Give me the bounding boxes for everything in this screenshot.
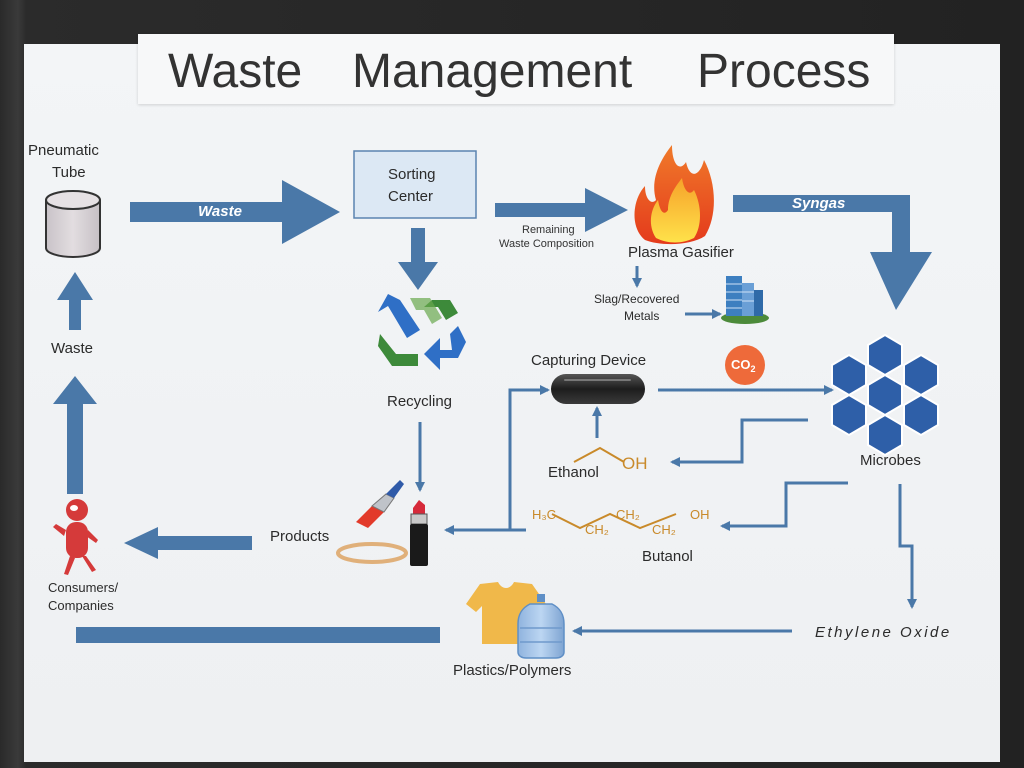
rubber-band-icon: [336, 542, 408, 564]
lipstick-icon: [410, 500, 428, 566]
ethanol-oh: OH: [622, 454, 648, 473]
paintbrush-icon: [356, 480, 404, 528]
ethanol-label: Ethanol: [548, 464, 599, 481]
hexagon-cluster-icon: [831, 333, 939, 457]
microbes-label: Microbes: [860, 452, 921, 469]
co2-icon: [725, 345, 765, 385]
arrow-products-to-capture: [508, 385, 550, 530]
person-icon: [53, 499, 98, 575]
pneumatic-tube-label-2: Tube: [52, 164, 86, 181]
building-icon: [721, 276, 769, 324]
arrow-waste-to-sorting: [130, 180, 340, 244]
arrow-products-to-consumers: [124, 527, 252, 559]
capturing-device-label: Capturing Device: [531, 352, 647, 369]
consumers-label-2: Companies: [48, 598, 114, 613]
butanol-ch2-b: CH₂: [616, 507, 640, 522]
butanol-ch2-c: CH₂: [652, 522, 676, 537]
consumers-label-1: Consumers/: [48, 580, 119, 595]
title-word-3: Process: [697, 45, 871, 98]
products-label: Products: [270, 528, 330, 545]
title-word-2: Management: [352, 45, 633, 98]
capsule-icon: [551, 374, 645, 404]
recycling-label: Recycling: [387, 393, 453, 410]
arrow-plastics-to-consumers: [76, 627, 440, 643]
water-jug-icon: [517, 594, 565, 659]
ethylene-oxide-label: Ethylene Oxide: [815, 624, 952, 641]
co2-label: CO2: [731, 357, 756, 374]
title-word-1: Waste: [168, 45, 303, 98]
cylinder-icon: [45, 190, 101, 258]
arrow-sorting-to-gasifier: [495, 188, 628, 232]
pneumatic-tube-label-1: Pneumatic: [28, 142, 99, 159]
waste-node-label: Waste: [51, 340, 93, 357]
arrow-microbes-to-ethylene: [898, 484, 917, 609]
sorting-center-label-1: Sorting: [388, 166, 436, 183]
butanol-ch2-a: CH₂: [585, 522, 609, 537]
slag-label-2: Metals: [624, 309, 660, 323]
remaining-label-1: Remaining: [522, 224, 575, 236]
arrow-microbes-to-ethanol: [670, 418, 808, 467]
slag-label-1: Slag/Recovered: [594, 292, 680, 306]
syngas-arrow-label: Syngas: [792, 195, 846, 212]
plasma-gasifier-label: Plasma Gasifier: [628, 244, 734, 261]
arrow-up-to-waste: [53, 376, 97, 494]
co2-text: CO: [731, 357, 751, 372]
fire-icon: [634, 145, 714, 245]
recycle-icon: [378, 294, 466, 370]
butanol-h3c: H₃C: [532, 507, 557, 522]
arrow-syngas: [733, 195, 932, 310]
butanol-oh: OH: [690, 507, 710, 522]
co2-subscript: 2: [750, 364, 756, 374]
arrow-sorting-to-recycling: [398, 228, 438, 290]
title-banner: [138, 34, 894, 104]
arrow-up-to-tube: [57, 272, 93, 330]
sorting-center-label-2: Center: [388, 188, 434, 205]
butanol-label: Butanol: [642, 548, 693, 565]
arrow-microbes-to-butanol: [720, 481, 848, 531]
sorting-center-box: [353, 150, 477, 219]
remaining-label-2: Waste Composition: [499, 238, 594, 250]
waste-arrow-label: Waste: [198, 203, 242, 220]
plastics-label: Plastics/Polymers: [453, 662, 572, 679]
